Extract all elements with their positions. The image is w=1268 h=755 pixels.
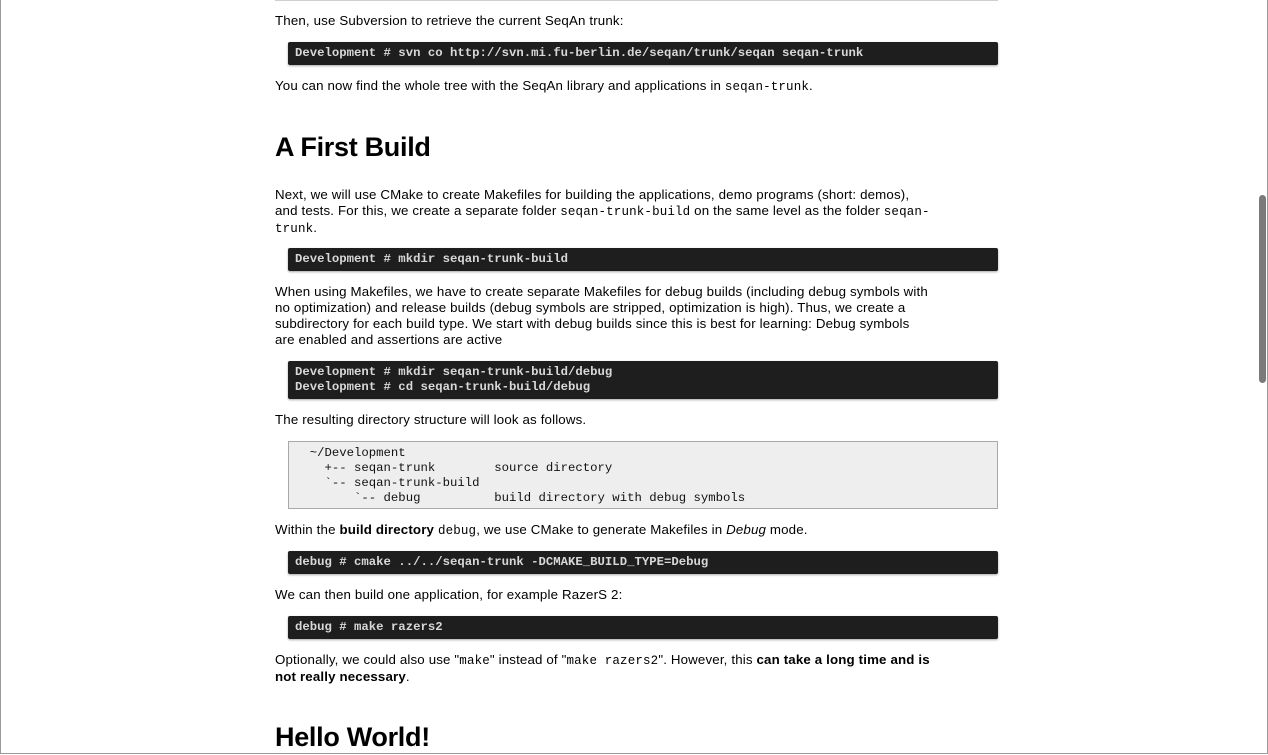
- tree-line: `-- debug build directory with debug sym…: [295, 491, 746, 505]
- code-line: Development # mkdir seqan-trunk-build/de…: [295, 365, 613, 379]
- text: on the same level as the folder: [690, 203, 884, 218]
- text: no optimization) and release builds (deb…: [275, 300, 906, 315]
- text: Then, use Subversion to retrieve the cur…: [275, 13, 624, 28]
- emphasis-text: Debug: [726, 522, 767, 537]
- paragraph-makefiles: When using Makefiles, we have to create …: [275, 284, 928, 348]
- heading-hello-world: Hello World!: [275, 722, 430, 752]
- text: Next, we will use CMake to create Makefi…: [275, 187, 910, 202]
- text: " instead of ": [489, 652, 567, 667]
- bold-text: not really necessary: [275, 669, 406, 684]
- top-divider: [275, 0, 998, 1]
- tree-line: ~/Development: [295, 446, 406, 460]
- paragraph-svn: Then, use Subversion to retrieve the cur…: [275, 13, 624, 29]
- text: We can then build one application, for e…: [275, 587, 623, 602]
- text: mode.: [766, 522, 808, 537]
- code-line: Development # svn co http://svn.mi.fu-be…: [295, 46, 864, 60]
- inline-code: make razers2: [566, 654, 659, 668]
- text: subdirectory for each build type. We sta…: [275, 316, 910, 331]
- paragraph-build-one: We can then build one application, for e…: [275, 587, 622, 603]
- code-block-cmake: debug # cmake ../../seqan-trunk -DCMAKE_…: [288, 551, 998, 574]
- text: are enabled and assertions are active: [275, 332, 503, 347]
- code-block-mkdir: Development # mkdir seqan-trunk-build: [288, 248, 998, 271]
- text: .: [809, 78, 813, 93]
- text: .: [313, 220, 318, 235]
- text: and tests. For this, we create a separat…: [275, 203, 561, 218]
- paragraph-structure: The resulting directory structure will l…: [275, 412, 586, 428]
- text: When using Makefiles, we have to create …: [275, 284, 928, 299]
- heading-first-build: A First Build: [275, 132, 431, 162]
- text: Within the: [275, 522, 340, 537]
- inline-code: trunk: [275, 222, 314, 236]
- paragraph-next: Next, we will use CMake to create Makefi…: [275, 187, 930, 237]
- text: .: [405, 669, 410, 684]
- text: ". However, this: [658, 652, 757, 667]
- inline-code: debug: [437, 524, 477, 538]
- text: , we use CMake to generate Makefiles in: [476, 522, 727, 537]
- tree-line: +-- seqan-trunk source directory: [295, 461, 613, 475]
- code-block-debug-dir: Development # mkdir seqan-trunk-build/de…: [288, 361, 998, 399]
- bold-text: build directory: [339, 522, 435, 537]
- text: The resulting directory structure will l…: [275, 412, 587, 427]
- paragraph-optionally: Optionally, we could also use "make" ins…: [275, 652, 930, 685]
- tree-line: `-- seqan-trunk-build: [295, 476, 480, 490]
- text: You can now find the whole tree with the…: [275, 78, 725, 93]
- paragraph-within-build-dir: Within the build directory debug, we use…: [275, 522, 808, 539]
- inline-code: seqan-trunk-build: [560, 205, 691, 219]
- inline-code: seqan-trunk: [724, 80, 810, 94]
- inline-code: seqan-: [883, 205, 930, 219]
- inline-code: make: [459, 654, 490, 668]
- code-line: debug # make razers2: [295, 620, 443, 634]
- code-line: Development # mkdir seqan-trunk-build: [295, 252, 569, 266]
- code-line: debug # cmake ../../seqan-trunk -DCMAKE_…: [295, 555, 709, 569]
- text: Optionally, we could also use ": [275, 652, 460, 667]
- code-block-make-razers: debug # make razers2: [288, 616, 998, 639]
- bold-text: can take a long time and is: [756, 652, 930, 667]
- directory-tree-block: ~/Development +-- seqan-trunk source dir…: [288, 441, 998, 509]
- paragraph-tree-location: You can now find the whole tree with the…: [275, 78, 813, 95]
- code-line: Development # cd seqan-trunk-build/debug: [295, 380, 591, 394]
- vertical-scrollbar-thumb[interactable]: [1259, 195, 1266, 383]
- code-block-svn: Development # svn co http://svn.mi.fu-be…: [288, 42, 998, 65]
